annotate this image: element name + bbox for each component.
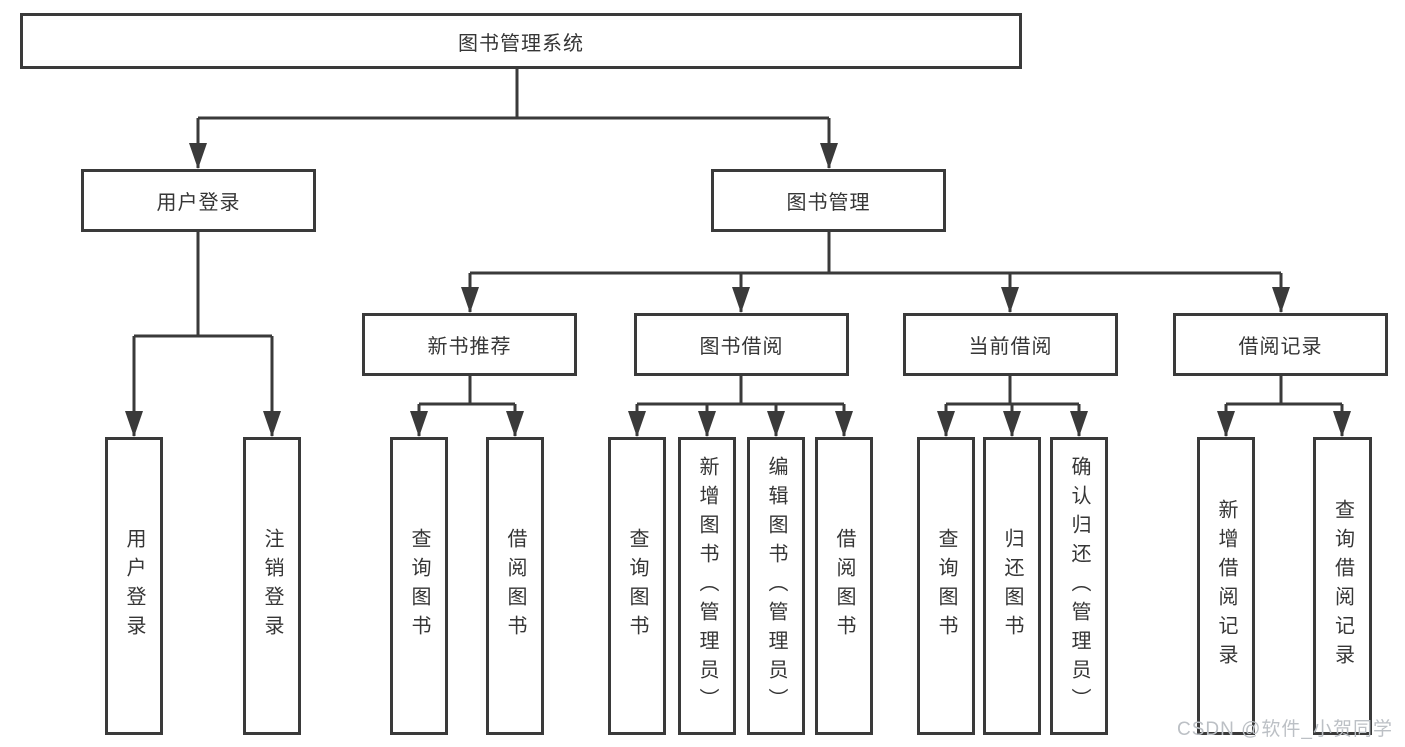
node-return-book: 归还图书	[983, 437, 1041, 735]
node-label: 编辑图书（管理员）	[765, 455, 787, 717]
node-user-login-branch: 用户登录	[81, 169, 316, 232]
node-label: 当前借阅	[968, 336, 1053, 358]
node-label: 图书借阅	[699, 336, 784, 358]
node-label: 借阅图书	[504, 528, 526, 644]
node-current-borrowing: 当前借阅	[903, 313, 1118, 376]
node-query-books-recommend: 查询图书	[390, 437, 448, 735]
node-label: 借阅记录	[1238, 336, 1323, 358]
node-label: 确认归还（管理员）	[1068, 455, 1090, 717]
node-borrowing-records: 借阅记录	[1173, 313, 1388, 376]
node-query-borrow-record: 查询借阅记录	[1313, 437, 1372, 735]
node-book-borrowing: 图书借阅	[634, 313, 849, 376]
node-borrow-books-recommend: 借阅图书	[486, 437, 544, 735]
node-label: 新增借阅记录	[1215, 499, 1237, 673]
csdn-watermark: CSDN @软件_小贺同学	[1177, 719, 1393, 740]
node-label: 图书管理系统	[458, 32, 584, 55]
node-label: 新书推荐	[427, 336, 512, 358]
node-query-books-current: 查询图书	[917, 437, 975, 735]
node-label: 归还图书	[1001, 528, 1023, 644]
node-label: 用户登录	[123, 528, 145, 644]
node-label: 查询图书	[935, 528, 957, 644]
node-borrow-books: 借阅图书	[815, 437, 873, 735]
node-query-books-borrowing: 查询图书	[608, 437, 666, 735]
node-book-management: 图书管理	[711, 169, 946, 232]
node-label: 查询图书	[408, 528, 430, 644]
node-label: 借阅图书	[833, 528, 855, 644]
node-add-borrow-record: 新增借阅记录	[1197, 437, 1255, 735]
connector-stems	[132, 69, 1344, 436]
node-label: 查询借阅记录	[1331, 499, 1354, 673]
node-label: 用户登录	[156, 192, 241, 214]
node-edit-book-admin: 编辑图书（管理员）	[747, 437, 805, 735]
node-library-management-system: 图书管理系统	[20, 13, 1022, 69]
node-label: 注销登录	[261, 528, 283, 644]
node-label: 图书管理	[786, 192, 871, 214]
node-logout: 注销登录	[243, 437, 301, 735]
node-confirm-return-admin: 确认归还（管理员）	[1050, 437, 1108, 735]
node-new-book-recommendation: 新书推荐	[362, 313, 577, 376]
node-label: 新增图书（管理员）	[696, 455, 718, 717]
node-user-login: 用户登录	[105, 437, 163, 735]
node-add-book-admin: 新增图书（管理员）	[678, 437, 736, 735]
node-label: 查询图书	[626, 528, 648, 644]
